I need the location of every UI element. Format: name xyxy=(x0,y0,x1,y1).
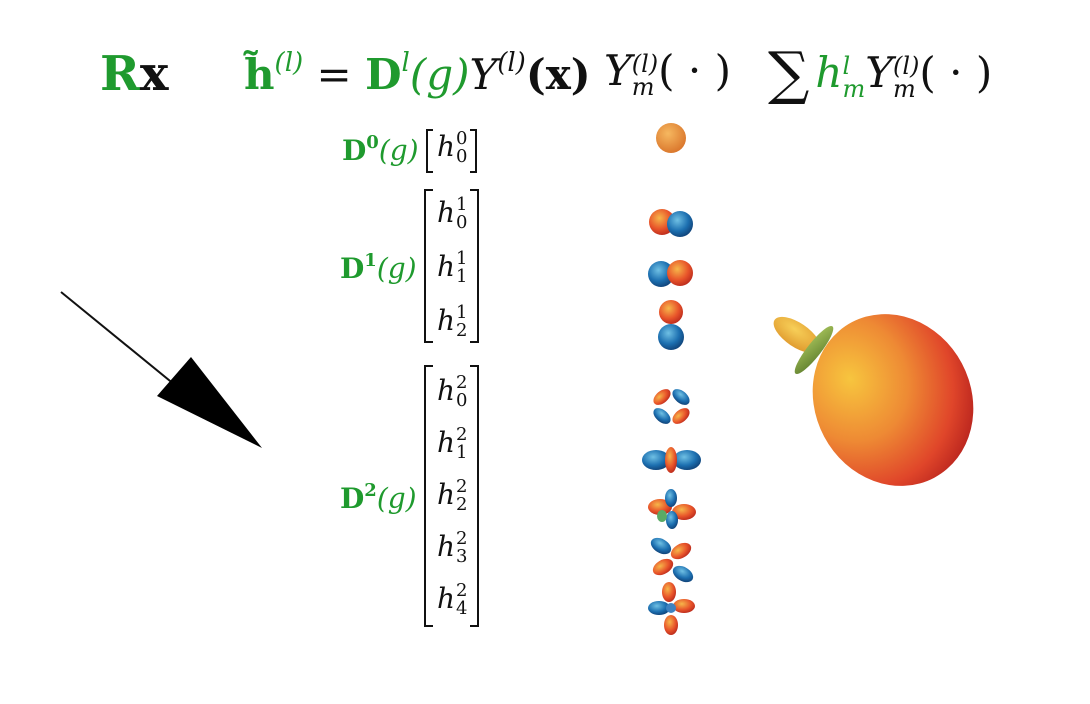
rx-label: Rx xyxy=(100,50,169,98)
d2-letter: D xyxy=(340,482,365,515)
entry-sub: 1 xyxy=(456,442,468,463)
d1-label: D1(g) xyxy=(340,250,417,285)
bracket-d1-right xyxy=(470,189,479,343)
entry-sup: 2 xyxy=(456,476,468,497)
harmonic-y: Y xyxy=(469,50,498,99)
d1-arg: (g) xyxy=(376,252,417,285)
bracket-d0-left xyxy=(426,129,433,173)
entry-sub: 2 xyxy=(456,494,468,515)
h-tilde: h̃ xyxy=(244,50,275,99)
wigner-d: D xyxy=(365,50,402,99)
spherical-harmonic-icon xyxy=(656,123,686,153)
entry-sup: 1 xyxy=(456,248,468,269)
sum-h-sup: l xyxy=(842,52,851,81)
bracket-d0-right xyxy=(470,129,477,173)
spherical-harmonic-icon xyxy=(649,209,693,237)
spherical-harmonic-icon xyxy=(650,537,694,583)
sum-symbol: ∑ xyxy=(768,39,810,107)
d0-label: D0(g) xyxy=(342,132,419,167)
entry-symbol: h xyxy=(437,304,456,337)
sum-y: Y xyxy=(865,48,893,97)
entry-symbol: h xyxy=(437,374,456,407)
d2-label: D2(g) xyxy=(340,480,417,515)
d2-arg: (g) xyxy=(376,482,417,515)
sum-arg: ( · ) xyxy=(919,48,993,97)
sum-h: h xyxy=(815,48,843,97)
d1-sup: 1 xyxy=(364,250,377,271)
entry-symbol: h xyxy=(437,530,456,563)
combined-lobe-icon xyxy=(773,314,974,486)
entry-sup: 2 xyxy=(456,528,468,549)
spherical-harmonic-icon xyxy=(642,447,701,473)
entry-symbol: h xyxy=(437,478,456,511)
entry-sub: 0 xyxy=(456,146,468,167)
rx-r: R xyxy=(100,46,140,102)
d0-arg: (g) xyxy=(378,134,419,167)
bracket-d2-left xyxy=(424,365,433,627)
entry-sub: 3 xyxy=(456,546,468,567)
entry-sub: 0 xyxy=(456,212,468,233)
sum-y-indices: (l)m xyxy=(892,52,920,103)
spherical-harmonic-icon xyxy=(648,582,695,635)
basis-y: Y xyxy=(604,46,632,95)
d0-sup: 0 xyxy=(366,132,379,153)
basis-arg: ( · ) xyxy=(658,46,731,95)
wigner-d-sup: l xyxy=(401,48,410,78)
basis-y-indices: (l)m xyxy=(631,50,659,101)
entry-sub: 0 xyxy=(456,390,468,411)
sum-y-sub: m xyxy=(892,75,916,103)
entry-sub: 1 xyxy=(456,266,468,287)
bracket-d2-right xyxy=(470,365,479,627)
entry-sup: 0 xyxy=(456,128,468,149)
spherical-harmonic-icon xyxy=(648,489,696,529)
arrow-icon xyxy=(60,291,262,448)
group-arg: (g) xyxy=(409,50,470,99)
harmonic-basis-formula: Y(l)m( · ) xyxy=(604,50,731,99)
entry-symbol: h xyxy=(437,130,456,163)
spherical-harmonic-icon xyxy=(658,300,684,350)
h-tilde-sup: (l) xyxy=(274,48,304,78)
entry-symbol: h xyxy=(437,426,456,459)
entry-sup: 2 xyxy=(456,424,468,445)
entry-sup: 1 xyxy=(456,302,468,323)
entry-sup: 2 xyxy=(456,372,468,393)
spherical-harmonic-icon xyxy=(648,260,693,287)
x-arg: (x) xyxy=(525,50,591,99)
sum-h-sub: m xyxy=(842,75,866,103)
equals-sign: = xyxy=(303,50,366,99)
basis-y-sub: m xyxy=(631,73,655,101)
matrix-brackets xyxy=(424,129,479,627)
d1-letter: D xyxy=(340,252,365,285)
d0-letter: D xyxy=(342,134,367,167)
rx-x: x xyxy=(139,46,169,102)
equivariant-formula: h̃(l) = Dl(g)Y(l)(x) xyxy=(244,50,591,96)
bracket-d1-left xyxy=(424,189,433,343)
sum-y-sup: (l) xyxy=(892,52,920,81)
d2-sup: 2 xyxy=(364,480,377,501)
entry-sup: 1 xyxy=(456,194,468,215)
entry-sub: 2 xyxy=(456,320,468,341)
entry-symbol: h xyxy=(437,196,456,229)
entry-symbol: h xyxy=(437,582,456,615)
entry-symbol: h xyxy=(437,250,456,283)
harmonic-y-sup: (l) xyxy=(497,48,526,78)
basis-y-sup: (l) xyxy=(631,50,659,79)
spherical-harmonic-icon xyxy=(653,389,690,424)
entry-sub: 4 xyxy=(456,598,468,619)
entry-sup: 2 xyxy=(456,580,468,601)
